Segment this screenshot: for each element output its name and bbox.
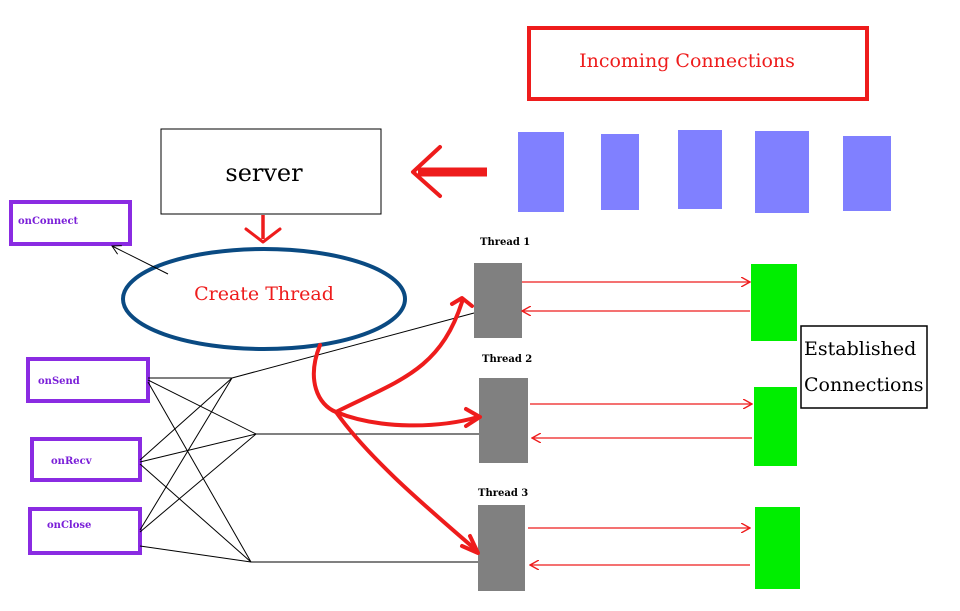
established-label-line2: Connections: [804, 374, 923, 396]
incoming-connection-block: [601, 134, 639, 210]
on-close-box: [28, 507, 142, 555]
incoming-connections-label: Incoming Connections: [579, 50, 795, 72]
server-down-arrow: [244, 215, 282, 244]
thread-2-label: Thread 2: [482, 354, 532, 365]
create-thread-label: Create Thread: [194, 283, 334, 305]
thread-3-block: [478, 505, 525, 591]
create-thread-ellipse: [121, 247, 407, 351]
established-connection-block: [751, 264, 797, 341]
on-connect-box: [9, 200, 132, 246]
on-recv-box: [30, 437, 142, 482]
established-label-line1: Established: [804, 338, 916, 360]
connection-arrows: [522, 282, 752, 565]
spawn-arrows: [311, 296, 482, 555]
thread-1-label: Thread 1: [480, 237, 530, 248]
on-connect-label: onConnect: [18, 216, 79, 227]
server-box: [160, 128, 382, 215]
incoming-connection-block: [755, 131, 809, 213]
established-connection-block: [755, 507, 800, 589]
incoming-connection-block: [678, 130, 722, 209]
server-label: server: [225, 159, 303, 187]
incoming-connection-block: [843, 136, 891, 211]
on-connect-link: [112, 246, 169, 275]
on-recv-label: onRecv: [51, 456, 93, 467]
established-connection-block: [754, 387, 797, 466]
thread-2-block: [479, 378, 528, 463]
established-connections-box: [800, 325, 928, 409]
incoming-arrow: [411, 145, 487, 198]
on-close-label: onClose: [47, 520, 91, 531]
on-send-label: onSend: [38, 376, 80, 387]
incoming-connection-block: [518, 132, 564, 212]
incoming-connections-box: [527, 26, 869, 101]
thread-3-label: Thread 3: [478, 488, 528, 499]
thread-1-block: [474, 263, 522, 338]
callback-wiring: [139, 312, 481, 563]
